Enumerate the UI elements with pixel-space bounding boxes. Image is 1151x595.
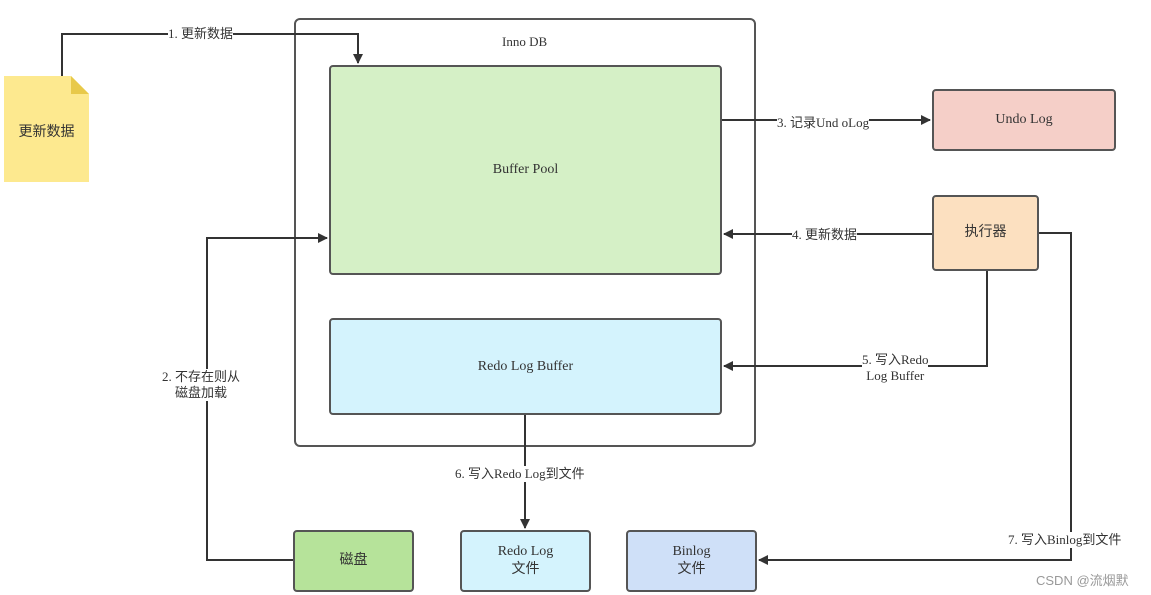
undo-log-label: Undo Log: [995, 112, 1053, 127]
binlog-file-label-line2: 文件: [677, 562, 706, 577]
buffer-pool-label: Buffer Pool: [492, 162, 559, 177]
edge-5-label-line1: 5. 写入Redo: [862, 352, 929, 367]
edge-2-label-line1: 2. 不存在则从: [162, 369, 241, 384]
binlog-file-label-line1: Binlog: [672, 544, 711, 559]
edge-2-label: 2. 不存在则从 磁盘加载: [162, 369, 241, 401]
edge-5-line: [723, 271, 988, 371]
innodb-title: Inno DB: [502, 34, 548, 50]
redo-log-file-label-line2: 文件: [511, 562, 540, 577]
edge-4-label: 4. 更新数据: [792, 227, 858, 243]
redo-log-buffer-label: Redo Log Buffer: [477, 358, 574, 374]
undo-log-box: Undo Log: [932, 89, 1116, 151]
update-data-note-label: 更新数据: [18, 125, 75, 140]
edge-7-label: 7. 写入Binlog到文件: [1008, 532, 1122, 548]
disk-label: 磁盘: [339, 553, 368, 568]
redo-log-buffer-box: Redo Log Buffer: [329, 318, 722, 415]
edge-7-line: [758, 232, 1072, 565]
binlog-file-box: Binlog 文件: [626, 530, 757, 592]
edge-1-label: 1. 更新数据: [168, 26, 234, 42]
edge-3-label: 3. 记录Und oLog: [777, 115, 870, 131]
watermark: CSDN @流烟默: [1036, 573, 1129, 588]
executor-box: 执行器: [932, 195, 1039, 271]
redo-log-file-label-line1: Redo Log: [497, 544, 554, 559]
edge-2-label-line2: 磁盘加载: [175, 385, 228, 400]
edge-5-label-line2: Log Buffer: [866, 368, 925, 383]
disk-box: 磁盘: [293, 530, 414, 592]
note-shape: [4, 76, 89, 182]
redo-log-file-box: Redo Log 文件: [460, 530, 591, 592]
edge-5-label: 5. 写入Redo Log Buffer: [862, 352, 929, 384]
edge-6-label: 6. 写入Redo Log到文件: [455, 466, 585, 482]
buffer-pool-box: Buffer Pool: [329, 65, 722, 275]
update-data-note: 更新数据: [4, 76, 89, 182]
executor-label: 执行器: [964, 225, 1007, 240]
